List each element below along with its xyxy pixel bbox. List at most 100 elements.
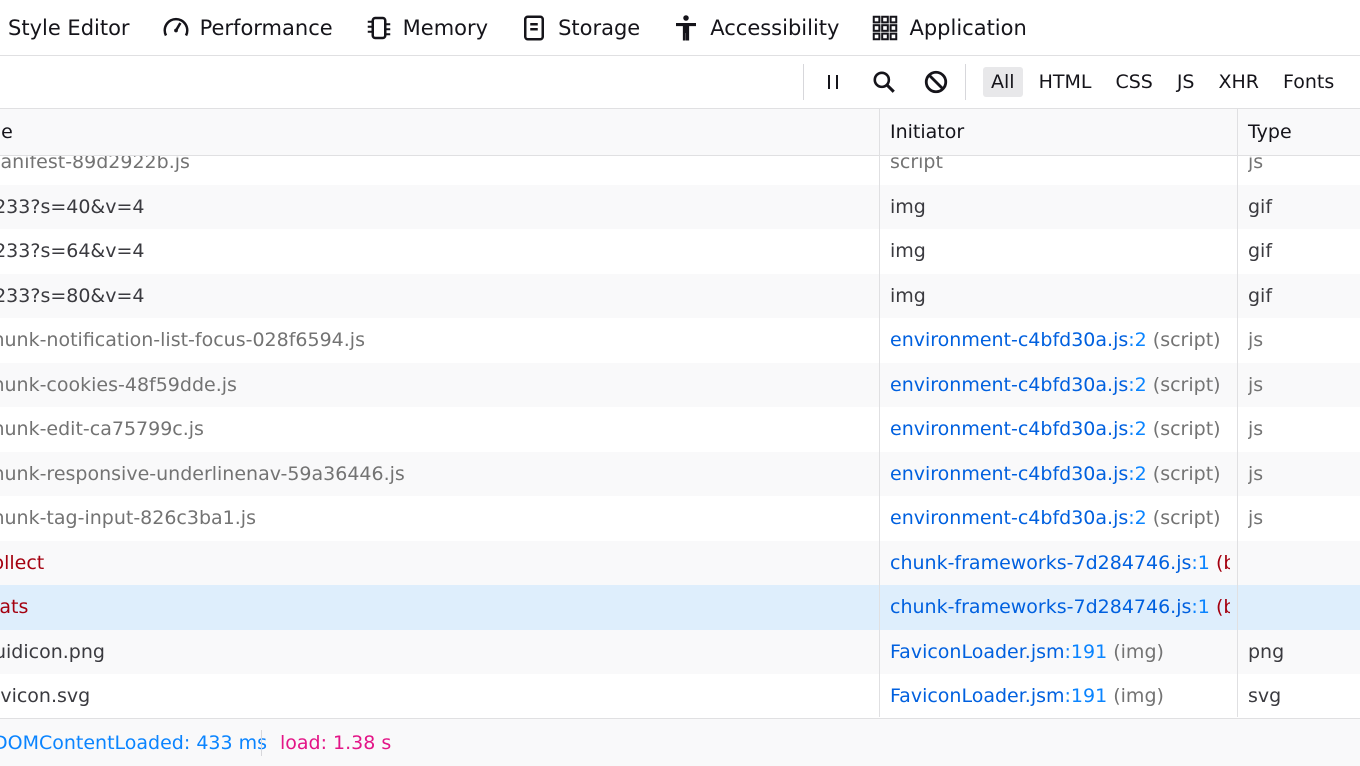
application-grid-icon — [869, 12, 901, 44]
tab-memory[interactable]: Memory — [363, 0, 488, 55]
initiator-cause: (script) — [1146, 462, 1221, 485]
tab-label: Storage — [558, 15, 641, 40]
request-type: png — [1248, 640, 1285, 663]
table-row[interactable]: manifest-89d2922b.js script js — [0, 156, 1360, 185]
request-type: js — [1248, 507, 1264, 530]
column-divider[interactable] — [879, 109, 880, 155]
request-type — [1248, 585, 1358, 630]
request-initiator: img — [890, 229, 1230, 274]
filter-html[interactable]: HTML — [1038, 71, 1092, 93]
filter-all[interactable]: All — [983, 67, 1023, 97]
tab-storage[interactable]: Storage — [518, 0, 640, 55]
initiator-line-number[interactable]: :2 — [1128, 418, 1147, 441]
table-row[interactable]: collectchunk-frameworks-7d284746.js:1 (b… — [0, 540, 1360, 585]
initiator-line-number[interactable]: :191 — [1064, 640, 1108, 663]
tab-label: Accessibility — [710, 15, 840, 40]
column-divider — [1237, 156, 1238, 717]
initiator-line-number[interactable]: :191 — [1064, 685, 1108, 708]
initiator-line-number[interactable]: :1 — [1191, 596, 1210, 619]
initiator-source-link[interactable]: environment-c4bfd30a.js — [890, 418, 1129, 441]
initiator-line-number[interactable]: :1 — [1191, 551, 1210, 574]
initiator-line-number[interactable]: :2 — [1128, 462, 1147, 485]
initiator-source-link[interactable]: environment-c4bfd30a.js — [890, 462, 1129, 485]
initiator-source-link[interactable]: environment-c4bfd30a.js — [890, 507, 1129, 530]
clear-button[interactable] — [920, 66, 952, 98]
request-initiator: environment-c4bfd30a.js:2 (script) — [890, 363, 1230, 408]
status-divider — [261, 730, 262, 756]
request-type: gif — [1248, 240, 1273, 263]
initiator-cause: (script) — [1146, 418, 1221, 441]
request-file-name: 8233?s=64&v=4 — [0, 240, 145, 263]
table-row[interactable]: chunk-notification-list-focus-028f6594.j… — [0, 318, 1360, 363]
accessibility-icon — [670, 12, 702, 44]
initiator-cause: (script) — [1146, 329, 1221, 352]
table-row[interactable]: stats chunk-frameworks-7d284746.js:1 (b..… — [0, 585, 1360, 630]
request-initiator: img — [890, 185, 1230, 230]
table-row[interactable]: chunk-edit-ca75799c.js environment-c4bfd3… — [0, 407, 1360, 452]
performance-gauge-icon — [160, 12, 192, 44]
filter-js[interactable]: JS — [1176, 71, 1195, 93]
tab-label: Memory — [402, 15, 489, 40]
request-type: gif — [1248, 195, 1273, 218]
tab-performance[interactable]: Performance — [160, 0, 333, 55]
request-file-name: chunk-tag-input-826c3ba1.js — [0, 507, 256, 530]
request-file-name: 8233?s=40&v=4 — [0, 195, 145, 218]
initiator-source-link[interactable]: environment-c4bfd30a.js — [890, 373, 1129, 396]
request-initiator: script — [890, 156, 1230, 185]
load-time: load: 1.38 s — [280, 731, 392, 754]
initiator-source-link[interactable]: FaviconLoader.jsm — [890, 640, 1065, 663]
initiator-source-link[interactable]: FaviconLoader.jsm — [890, 685, 1065, 708]
request-file-name: manifest-89d2922b.js — [0, 156, 190, 174]
table-row[interactable]: chunk-responsive-underlinenav-59a36446.j… — [0, 451, 1360, 497]
filter-fonts[interactable]: Fonts — [1283, 71, 1335, 93]
status-bar: DOMContentLoaded: 433 ms load: 1.38 s — [0, 718, 1360, 766]
network-toolbar: All HTML CSS JS XHR Fonts — [0, 56, 1360, 109]
request-type: js — [1248, 156, 1264, 174]
column-header-initiator[interactable]: Initiator — [890, 121, 965, 143]
table-row[interactable]: fluidicon.png FaviconLoader.jsm:191 (img)… — [0, 629, 1360, 674]
tab-application[interactable]: Application — [869, 0, 1027, 55]
tab-accessibility[interactable]: Accessibility — [670, 0, 839, 55]
request-list: manifest-89d2922b.js script js 8233?s=40&v=… — [0, 156, 1360, 717]
tab-style-editor[interactable]: Style Editor — [0, 0, 130, 55]
request-file-name: chunk-edit-ca75799c.js — [0, 418, 204, 441]
pause-button[interactable] — [818, 66, 848, 98]
request-initiator: environment-c4bfd30a.js:2 (script) — [890, 318, 1230, 363]
filter-xhr[interactable]: XHR — [1218, 71, 1260, 93]
request-file-name: fluidicon.png — [0, 640, 105, 663]
table-row[interactable]: chunk-tag-input-826c3ba1.js environment-c… — [0, 496, 1360, 541]
request-initiator: environment-c4bfd30a.js:2 (script) — [890, 496, 1230, 541]
initiator-line-number[interactable]: :2 — [1128, 507, 1147, 530]
request-file-name: chunk-responsive-underlinenav-59a36446.j… — [0, 462, 405, 485]
search-button[interactable] — [868, 66, 900, 98]
tab-label: Style Editor — [8, 15, 130, 40]
column-header-type[interactable]: Type — [1248, 121, 1292, 143]
request-initiator: environment-c4bfd30a.js:2 (script) — [890, 452, 1230, 497]
table-row[interactable]: chunk-cookies-48f59dde.js environment-c4b… — [0, 362, 1360, 408]
initiator-line-number[interactable]: :2 — [1128, 373, 1147, 396]
request-type: js — [1248, 462, 1264, 485]
initiator-source-link[interactable]: chunk-frameworks-7d284746.js — [890, 596, 1192, 619]
initiator-cause: (img) — [1107, 640, 1164, 663]
initiator-source-link[interactable]: chunk-frameworks-7d284746.js — [890, 551, 1192, 574]
request-file-name: stats — [0, 596, 29, 619]
initiator-source-link[interactable]: environment-c4bfd30a.js — [890, 329, 1129, 352]
request-table-header: File Initiator Type — [0, 109, 1360, 156]
request-file-name: 8233?s=80&v=4 — [0, 284, 145, 307]
initiator-cause: (script) — [1146, 507, 1221, 530]
request-initiator: chunk-frameworks-7d284746.js:1 (b... — [890, 585, 1230, 630]
clear-block-icon — [923, 69, 949, 95]
request-initiator: environment-c4bfd30a.js:2 (script) — [890, 407, 1230, 452]
request-file-name: chunk-cookies-48f59dde.js — [0, 373, 237, 396]
dom-content-loaded-time: DOMContentLoaded: 433 ms — [0, 731, 268, 754]
tab-label: Performance — [199, 15, 333, 40]
initiator-line-number[interactable]: :2 — [1128, 329, 1147, 352]
filter-css[interactable]: CSS — [1115, 71, 1153, 93]
column-header-file[interactable]: File — [0, 121, 13, 143]
initiator-cause: img — [890, 284, 926, 307]
column-divider[interactable] — [1237, 109, 1238, 155]
